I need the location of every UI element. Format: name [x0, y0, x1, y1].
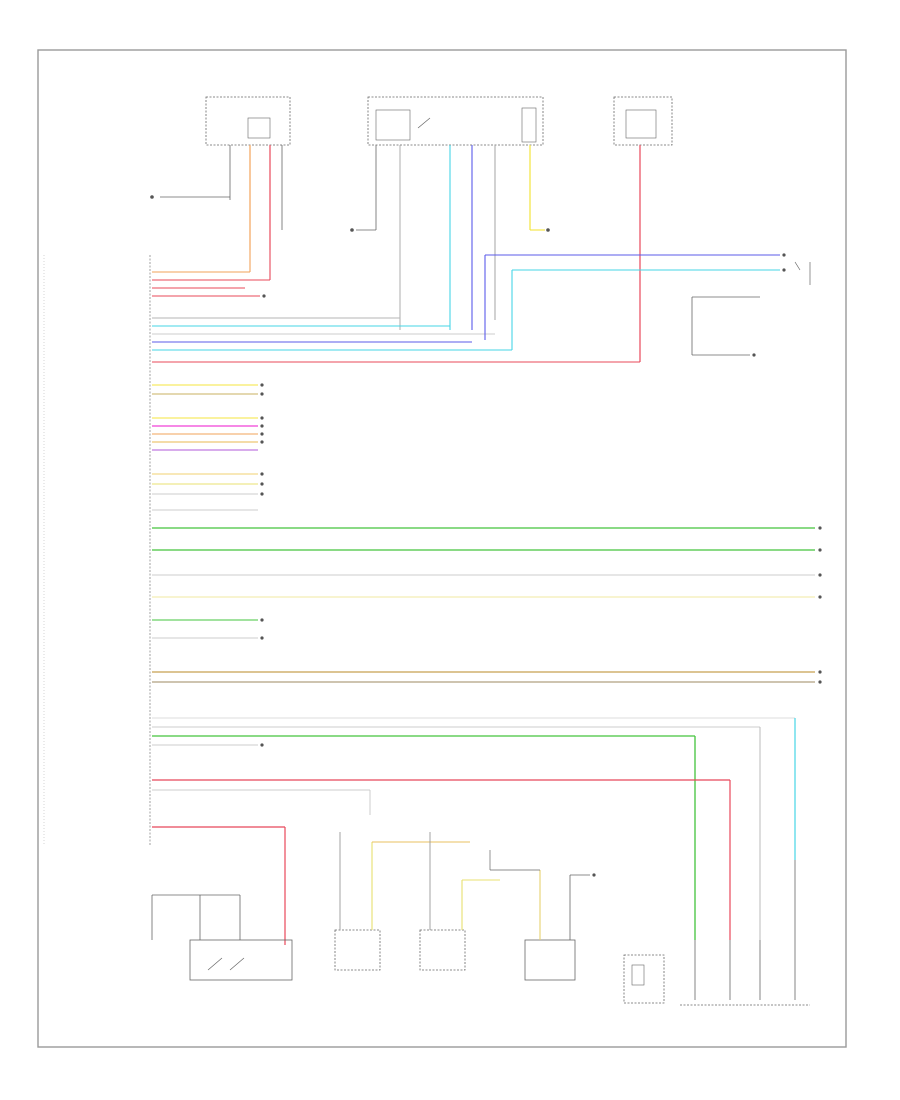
- component-bottom-mirror-right: [419, 832, 500, 971]
- component-bottom-small: [623, 954, 665, 1004]
- pin-group-5: [152, 472, 264, 496]
- component-bottom-right-module: [680, 860, 810, 1006]
- pin-group-2: [152, 255, 640, 363]
- pin-group-3: [152, 383, 264, 396]
- pin-group-4: [152, 416, 264, 451]
- left-module-outline: [43, 255, 151, 845]
- pin-group-6: [152, 618, 264, 640]
- right-branch-top: [485, 253, 811, 285]
- pin-group-1: [152, 250, 271, 298]
- component-top-left: [150, 96, 291, 250]
- component-bottom-mirror-left: [334, 832, 470, 971]
- pin-group-9: [152, 826, 286, 945]
- component-top-middle: [367, 96, 550, 330]
- ground-symbol-top: [350, 228, 376, 232]
- component-bottom-switch: [151, 894, 293, 981]
- component-bottom-control: [489, 850, 596, 981]
- component-top-right: [613, 96, 673, 362]
- diagram-border: [37, 49, 847, 1048]
- pin-group-7: [152, 717, 796, 940]
- long-lines: [152, 509, 822, 599]
- switch-group-right: [691, 296, 760, 357]
- pin-group-8: [152, 779, 731, 940]
- long-lines-tan: [152, 670, 822, 684]
